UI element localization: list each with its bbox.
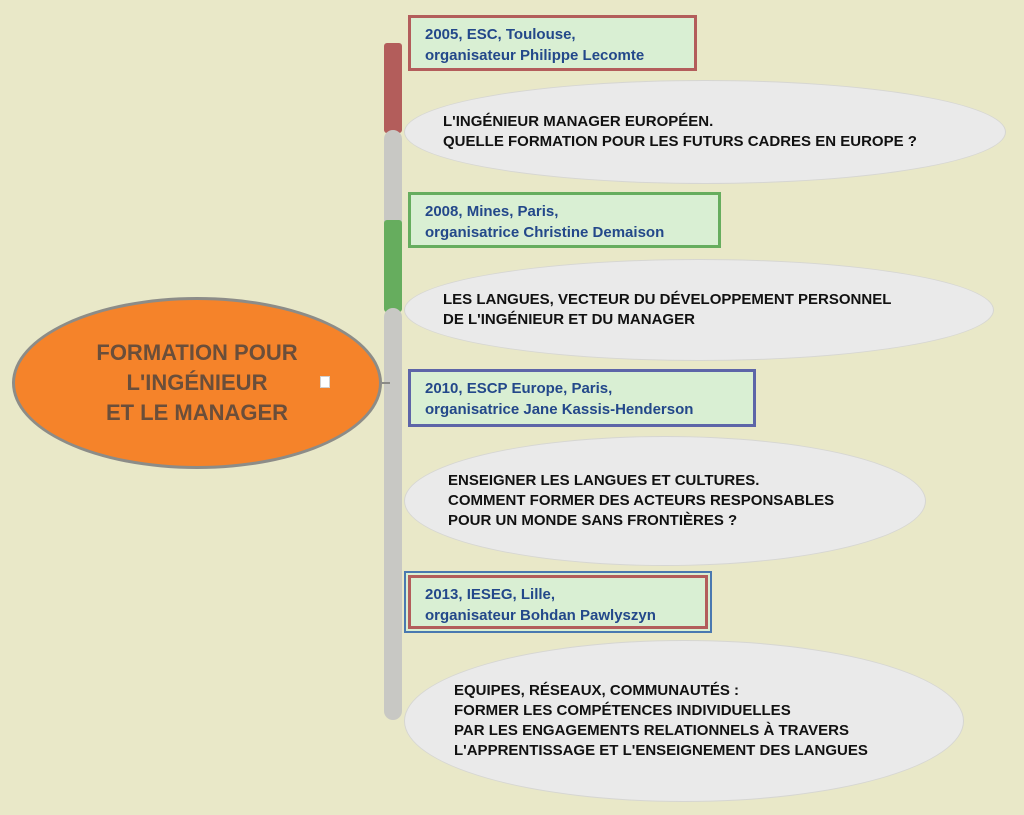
- central-topic-title: FORMATION POUR L'INGÉNIEUR ET LE MANAGER: [96, 340, 298, 425]
- branch-bar-2008: [384, 220, 402, 312]
- event-2013-box[interactable]: 2013, IESEG, Lille, organisateur Bohdan …: [408, 575, 708, 629]
- branch-bar-topic-1: [384, 130, 402, 225]
- topic-2008[interactable]: LES LANGUES, VECTEUR DU DÉVELOPPEMENT PE…: [404, 259, 994, 361]
- topic-2013-line-2: FORMER LES COMPÉTENCES INDIVIDUELLES: [454, 702, 791, 719]
- event-2013-line-2: organisateur Bohdan Pawlyszyn: [425, 607, 656, 624]
- topic-2013-line-4: L'APPRENTISSAGE ET L'ENSEIGNEMENT DES LA…: [454, 742, 868, 759]
- topic-2005-line-2: QUELLE FORMATION POUR LES FUTURS CADRES …: [443, 133, 917, 150]
- event-2008-box[interactable]: 2008, Mines, Paris, organisatrice Christ…: [408, 192, 721, 248]
- topic-2013[interactable]: EQUIPES, RÉSEAUX, COMMUNAUTÉS : FORMER L…: [404, 640, 964, 802]
- topic-2005-line-1: L'INGÉNIEUR MANAGER EUROPÉEN.: [443, 113, 714, 130]
- event-2005-box[interactable]: 2005, ESC, Toulouse, organisateur Philip…: [408, 15, 697, 71]
- topic-2013-line-1: EQUIPES, RÉSEAUX, COMMUNAUTÉS :: [454, 682, 740, 699]
- note-icon[interactable]: [320, 376, 330, 388]
- event-2008-line-1: 2008, Mines, Paris,: [425, 203, 559, 220]
- topic-2008-line-2: DE L'INGÉNIEUR ET DU MANAGER: [443, 311, 695, 328]
- event-2010-line-1: 2010, ESCP Europe, Paris,: [425, 380, 613, 397]
- event-2010-line-2: organisatrice Jane Kassis-Henderson: [425, 401, 694, 418]
- event-2010-box[interactable]: 2010, ESCP Europe, Paris, organisatrice …: [408, 369, 756, 427]
- topic-2010-line-3: POUR UN MONDE SANS FRONTIÈRES ?: [448, 512, 738, 529]
- topic-2010[interactable]: ENSEIGNER LES LANGUES ET CULTURES. COMME…: [404, 436, 926, 566]
- root-connector: [382, 382, 390, 384]
- event-2005-line-2: organisateur Philippe Lecomte: [425, 47, 645, 64]
- branch-bar-2005: [384, 43, 402, 133]
- topic-2005[interactable]: L'INGÉNIEUR MANAGER EUROPÉEN. QUELLE FOR…: [404, 80, 1006, 184]
- branch-bar-lower: [384, 308, 402, 720]
- event-2008-line-2: organisatrice Christine Demaison: [425, 224, 665, 241]
- topic-2010-line-1: ENSEIGNER LES LANGUES ET CULTURES.: [448, 472, 760, 489]
- event-2005-line-1: 2005, ESC, Toulouse,: [425, 26, 576, 43]
- topic-2010-line-2: COMMENT FORMER DES ACTEURS RESPONSABLES: [448, 492, 835, 509]
- topic-2008-line-1: LES LANGUES, VECTEUR DU DÉVELOPPEMENT PE…: [443, 291, 892, 308]
- topic-2013-line-3: PAR LES ENGAGEMENTS RELATIONNELS À TRAVE…: [454, 722, 850, 739]
- event-2013-line-1: 2013, IESEG, Lille,: [425, 586, 556, 603]
